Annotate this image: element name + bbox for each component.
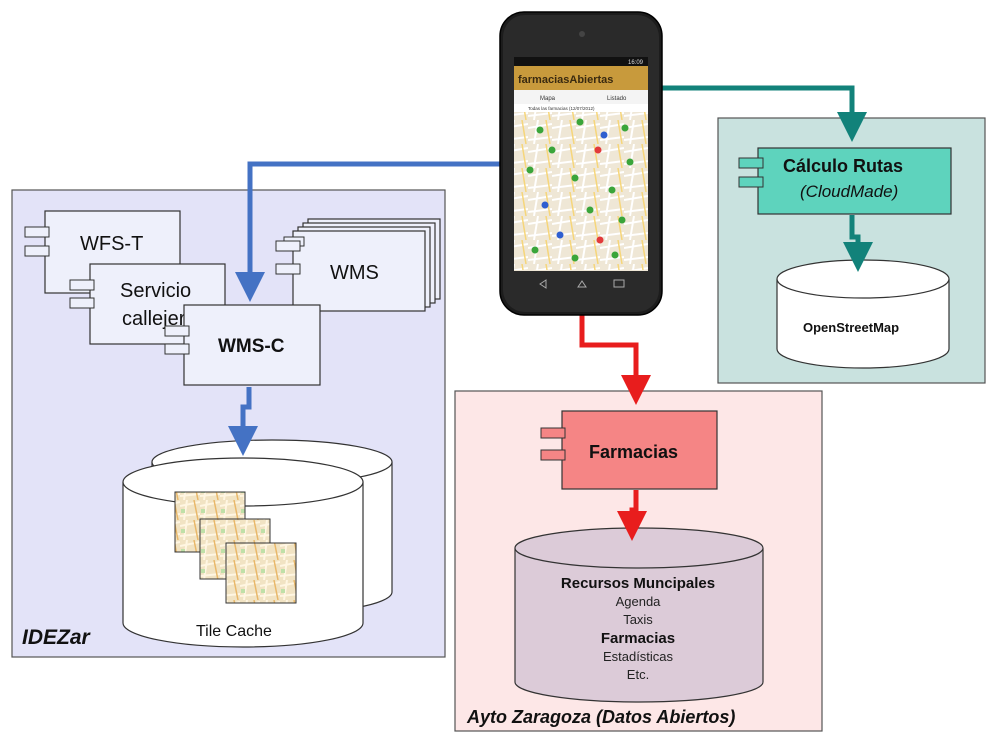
camera-icon [579,31,585,37]
tile-cache-label: Tile Cache [196,623,272,640]
map-tiles-image [174,491,297,604]
calculo-rutas-subtitle: (CloudMade) [800,182,898,201]
android-nav-bar [539,279,625,289]
ayto-group: Farmacias Recursos Muncipales Agenda Tax… [454,390,823,732]
farmacias-component-label: Farmacias [589,442,678,462]
openstreetmap-database: OpenStreetMap [776,259,950,369]
calculo-rutas-component: Cálculo Rutas (CloudMade) [738,147,952,215]
calculo-rutas-title: Cálculo Rutas [783,156,903,176]
wfs-t-label: WFS-T [80,233,143,255]
arrow-farmacias-to-db [617,490,647,541]
tile-cache-database: Tile Cache [122,439,393,648]
routing-group: Cálculo Rutas (CloudMade) OpenStreetMap [717,117,986,384]
db-item: Agenda [616,594,662,609]
db-item: Etc. [627,667,649,682]
app-title: farmaciasAbiertas [518,74,613,86]
db-title: Recursos Muncipales [561,575,715,592]
pharmacy-markers [526,118,634,262]
arrow-phone-to-farmacias [579,313,651,405]
wms-c-component: WMS-C [164,304,321,386]
wms-component-stack: WMS [275,218,441,312]
recursos-municipales-database: Recursos Muncipales Agenda Taxis Farmaci… [514,527,764,703]
status-time: 16:09 [628,60,644,66]
arrow-phone-to-routing [657,85,867,142]
arrow-routing-to-osm [843,215,873,272]
idezar-label: IDEZar [22,626,92,649]
phone-map [514,112,648,270]
servicio-label-line1: Servicio [120,280,191,302]
openstreetmap-label: OpenStreetMap [803,320,899,335]
tab-listado: Listado [607,96,627,102]
servicio-label-line2: callejero [122,308,196,330]
smartphone-image: 16:09 farmaciasAbiertas Mapa Listado Tod… [499,11,663,316]
farmacias-component: Farmacias [540,410,718,490]
tab-mapa: Mapa [540,96,556,102]
db-item: Estadísticas [603,649,674,664]
wms-c-label: WMS-C [218,336,285,357]
arrow-phone-to-wmsc [235,161,507,302]
idezar-group: WFS-T WMS Servicio callejero WMS-C [11,189,446,658]
ayto-label: Ayto Zaragoza (Datos Abiertos) [466,707,735,727]
db-item: Farmacias [601,630,675,647]
phone-subtitle: Todas las farmacias (12/07/2012) [528,106,595,111]
db-item: Taxis [623,612,653,627]
connectors [228,85,873,541]
arrow-wmsc-to-tilecache [228,387,258,456]
wms-label: WMS [330,262,379,284]
